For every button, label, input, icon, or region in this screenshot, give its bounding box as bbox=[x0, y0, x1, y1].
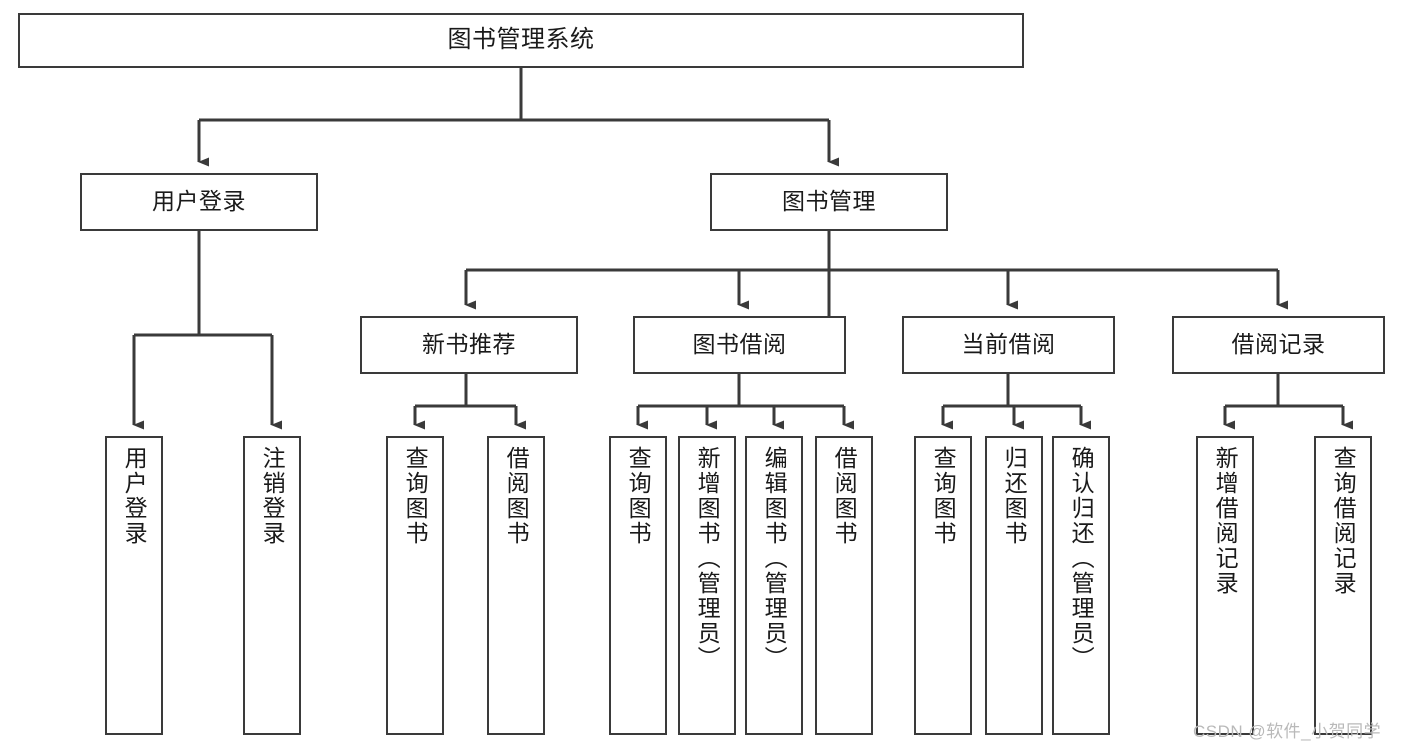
node-new-book-recommend-label: 新书推荐 bbox=[422, 331, 516, 358]
leaf-borrow-book-borrow-label: 借阅图书 bbox=[831, 446, 858, 546]
node-book-management[interactable]: 图书管理 bbox=[710, 173, 948, 231]
leaf-confirm-return-admin-label: 确认归还（管理员） bbox=[1068, 446, 1095, 671]
leaf-query-book-borrow[interactable]: 查询图书 bbox=[609, 436, 667, 735]
leaf-add-book-admin[interactable]: 新增图书（管理员） bbox=[678, 436, 736, 735]
leaf-borrow-book-recommend[interactable]: 借阅图书 bbox=[487, 436, 545, 735]
node-book-borrow[interactable]: 图书借阅 bbox=[633, 316, 846, 374]
leaf-query-book-borrow-label: 查询图书 bbox=[625, 446, 652, 546]
leaf-query-book-recommend-label: 查询图书 bbox=[402, 446, 429, 546]
leaf-query-borrow-record[interactable]: 查询借阅记录 bbox=[1314, 436, 1372, 735]
node-current-borrow[interactable]: 当前借阅 bbox=[902, 316, 1115, 374]
leaf-user-logout[interactable]: 注销登录 bbox=[243, 436, 301, 735]
leaf-return-book[interactable]: 归还图书 bbox=[985, 436, 1043, 735]
leaf-user-logout-label: 注销登录 bbox=[259, 446, 286, 546]
leaf-add-book-admin-label: 新增图书（管理员） bbox=[694, 446, 721, 671]
node-borrow-record-label: 借阅记录 bbox=[1231, 331, 1326, 358]
leaf-user-login[interactable]: 用户登录 bbox=[105, 436, 163, 735]
leaf-edit-book-admin[interactable]: 编辑图书（管理员） bbox=[745, 436, 803, 735]
leaf-query-book-current-label: 查询图书 bbox=[930, 446, 957, 546]
leaf-query-book-current[interactable]: 查询图书 bbox=[914, 436, 972, 735]
node-current-borrow-label: 当前借阅 bbox=[961, 331, 1056, 358]
node-new-book-recommend[interactable]: 新书推荐 bbox=[360, 316, 578, 374]
leaf-edit-book-admin-label: 编辑图书（管理员） bbox=[761, 446, 788, 671]
node-root-label: 图书管理系统 bbox=[447, 26, 595, 54]
node-user-login[interactable]: 用户登录 bbox=[80, 173, 318, 231]
node-user-login-label: 用户登录 bbox=[152, 188, 246, 215]
leaf-query-book-recommend[interactable]: 查询图书 bbox=[386, 436, 444, 735]
node-book-management-label: 图书管理 bbox=[782, 188, 876, 215]
node-borrow-record[interactable]: 借阅记录 bbox=[1172, 316, 1385, 374]
leaf-borrow-book-recommend-label: 借阅图书 bbox=[503, 446, 530, 546]
leaf-query-borrow-record-label: 查询借阅记录 bbox=[1330, 446, 1357, 596]
leaf-add-borrow-record-label: 新增借阅记录 bbox=[1212, 446, 1239, 596]
leaf-return-book-label: 归还图书 bbox=[1001, 446, 1028, 546]
leaf-user-login-label: 用户登录 bbox=[121, 446, 148, 546]
leaf-add-borrow-record[interactable]: 新增借阅记录 bbox=[1196, 436, 1254, 735]
leaf-confirm-return-admin[interactable]: 确认归还（管理员） bbox=[1052, 436, 1110, 735]
node-book-borrow-label: 图书借阅 bbox=[692, 331, 787, 358]
node-root[interactable]: 图书管理系统 bbox=[18, 13, 1024, 68]
watermark-csdn: CSDN @软件_小贺同学 bbox=[1193, 722, 1382, 741]
leaf-borrow-book-borrow[interactable]: 借阅图书 bbox=[815, 436, 873, 735]
